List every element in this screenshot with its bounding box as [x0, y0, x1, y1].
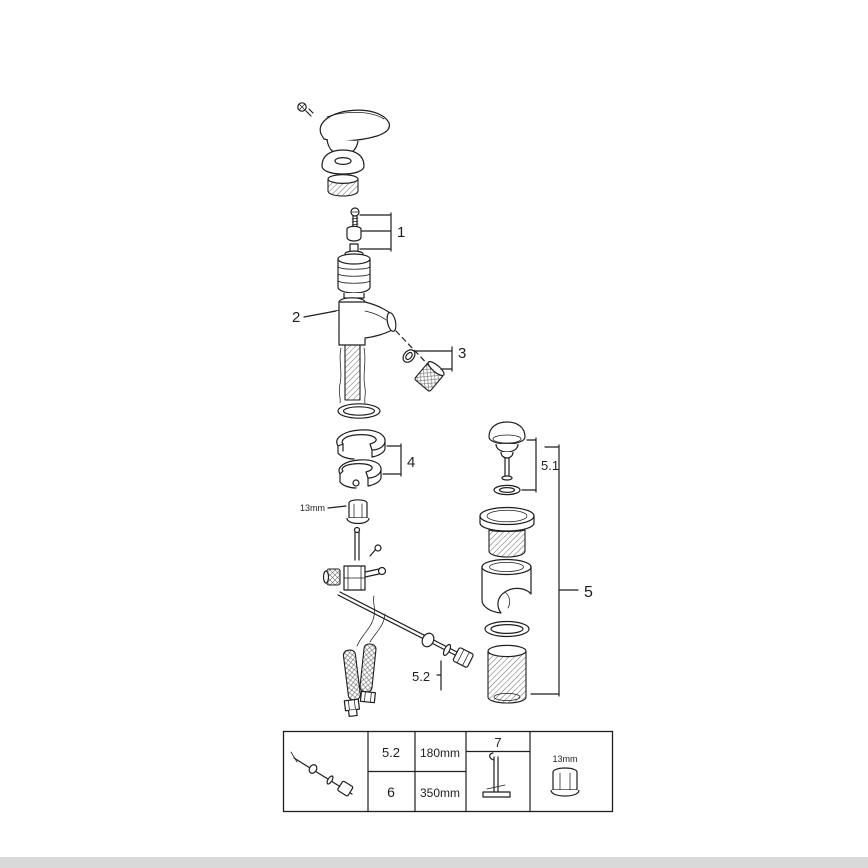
- legend-nut-size: 13mm: [552, 754, 577, 764]
- cartridge-cap: [346, 225, 362, 242]
- part-aerator-group: 3: [395, 330, 466, 392]
- part-mounting-nut: 13mm: [300, 499, 370, 525]
- part-cartridge-group: 1: [337, 207, 405, 299]
- hose-fitting-2: [359, 690, 376, 704]
- drain-flange: [479, 506, 535, 558]
- legend-nut-drawing: [550, 767, 580, 797]
- legend-len-180: 180mm: [420, 746, 460, 760]
- part-retaining-ring: [327, 174, 359, 197]
- legend-table: 5.2 180mm 6 350mm 7 13mm: [282, 730, 614, 813]
- legend-ref-6: 6: [387, 784, 395, 800]
- callout-5-1: 5.1: [541, 458, 559, 473]
- bottom-bar: [0, 857, 868, 868]
- callout-5-2: 5.2: [412, 669, 430, 684]
- hose-1: [342, 649, 361, 701]
- drain-tee: [481, 558, 532, 614]
- part-mounting-clamps: 4: [336, 429, 415, 489]
- callout-1: 1: [397, 224, 405, 241]
- hose-fitting-1: [343, 698, 361, 718]
- rod-clamp: [322, 544, 387, 591]
- callout-4: 4: [407, 454, 415, 471]
- drain-tailpiece: [487, 644, 527, 704]
- hose-2: [359, 643, 377, 693]
- legend-tool-ref: 7: [494, 735, 501, 750]
- rod-end-nut: [452, 647, 474, 668]
- callout-5: 5: [584, 584, 593, 601]
- drain-oring: [484, 620, 530, 638]
- part-body-oring: [337, 403, 381, 419]
- clamp-bracket: [338, 459, 382, 489]
- part-threaded-shank: [338, 344, 366, 404]
- legend-len-350: 350mm: [420, 786, 460, 800]
- plug-washer: [493, 484, 521, 496]
- handle-screw: [297, 102, 314, 117]
- legend-rod-drawing: [290, 751, 354, 797]
- part-drain-assembly: 5: [479, 444, 593, 704]
- nut-size-label: 13mm: [300, 503, 325, 513]
- cartridge: [337, 243, 371, 299]
- legend-ref-5-2: 5.2: [382, 745, 400, 760]
- cartridge-screw: [350, 207, 360, 227]
- part-cap-dome: [321, 149, 365, 175]
- part-flex-hoses: [342, 595, 386, 718]
- legend-tool-drawing: [482, 752, 511, 798]
- part-handle-lever: [297, 102, 391, 156]
- clamp-washer: [336, 429, 386, 460]
- callout-2: 2: [292, 309, 300, 326]
- callout-3: 3: [458, 345, 466, 362]
- aerator-body: [414, 361, 445, 392]
- part-popup-plug: 5.1: [488, 421, 559, 496]
- part-popup-rod: 5.2: [322, 526, 474, 691]
- part-faucet-body: 2: [292, 297, 397, 346]
